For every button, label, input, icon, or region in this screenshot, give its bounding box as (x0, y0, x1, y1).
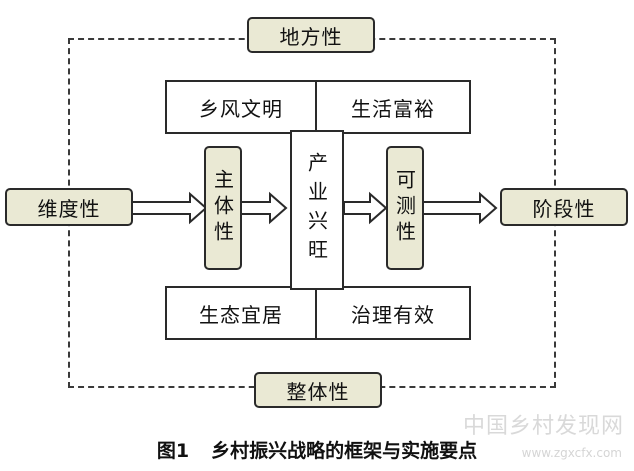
arrow-subject-to-center (239, 191, 288, 225)
left-label: 维度性 (5, 188, 133, 226)
top-right-cell: 生活富裕 (351, 96, 435, 121)
figure-caption: 图1 乡村振兴战略的框架与实施要点 (0, 436, 634, 463)
top-box (165, 80, 471, 134)
arrow-left-to-subject (129, 191, 208, 225)
arrow-measurable-to-right (419, 191, 498, 225)
watermark-text: 中国乡村发现网 (462, 414, 624, 439)
top-box-divider (315, 80, 317, 134)
bottom-box-divider (315, 286, 317, 340)
bottom-left-cell: 生态宜居 (199, 302, 283, 327)
top-left-cell: 乡风文明 (199, 96, 283, 121)
measurable-pill: 可测性 (386, 146, 424, 270)
figure-title: 乡村振兴战略的框架与实施要点 (211, 440, 478, 462)
figure-number: 图1 (156, 440, 190, 462)
right-label: 阶段性 (500, 188, 628, 226)
arrow-center-to-measurable (343, 191, 388, 225)
watermark-url: www.zgxcfx.com (521, 446, 622, 460)
subject-pill: 主体性 (204, 146, 242, 270)
bottom-label: 整体性 (254, 372, 382, 408)
bottom-right-cell: 治理有效 (351, 302, 435, 327)
bottom-box (165, 286, 471, 340)
top-label: 地方性 (247, 17, 375, 53)
